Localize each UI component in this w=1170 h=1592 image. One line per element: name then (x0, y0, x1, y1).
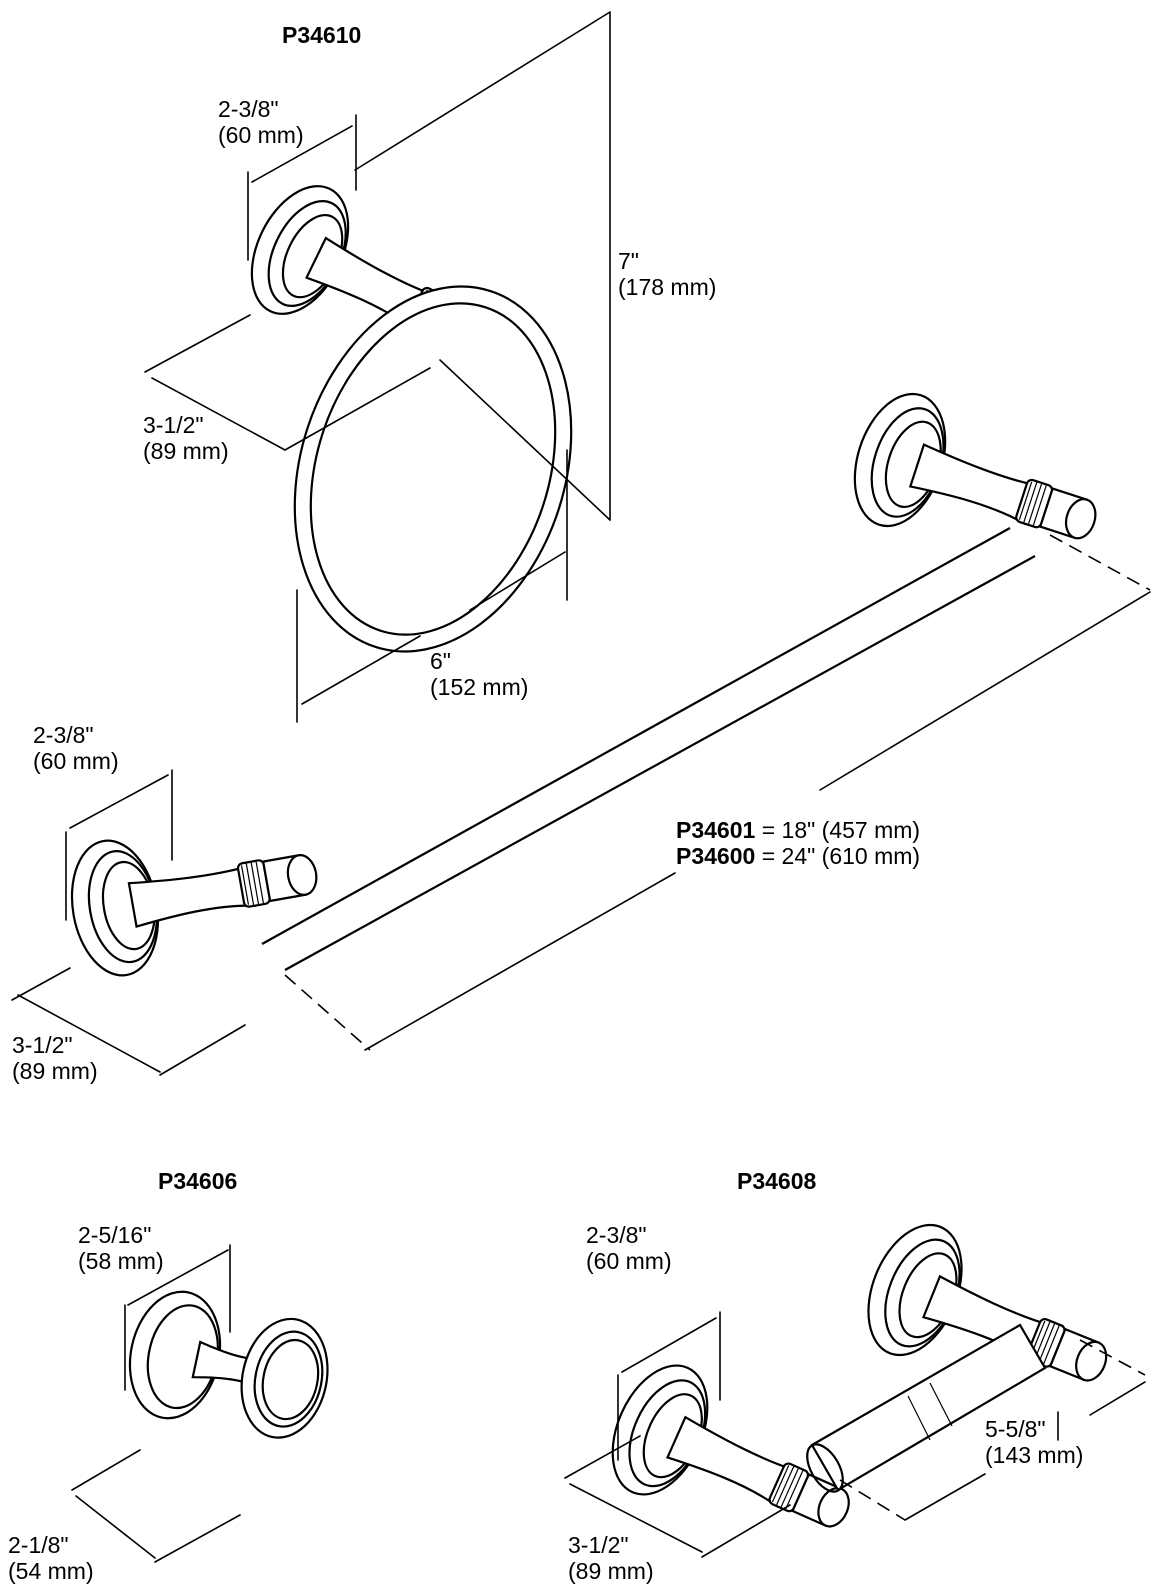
dim-holder-projection: 3-1/2" (89 mm) (568, 1532, 654, 1584)
towel-ring-drawing (144, 11, 611, 723)
dim-mm: (60 mm) (586, 1248, 672, 1274)
dim-inch: 3-1/2" (12, 1032, 73, 1058)
dim-ring-projection: 3-1/2" (89 mm) (143, 412, 229, 464)
dim-inch: 2-1/8" (8, 1532, 69, 1558)
dim-ring-height: 7" (178 mm) (618, 248, 716, 300)
dim-inch: 6" (430, 648, 451, 674)
paper-holder-drawing (564, 1210, 1146, 1577)
variant-row: P34601 = 18" (457 mm) (676, 817, 920, 843)
dim-holder-length: 5-5/8" (143 mm) (985, 1416, 1083, 1468)
model-label-towel-ring: P34610 (282, 22, 362, 48)
dim-bar-flange: 2-3/8" (60 mm) (33, 722, 119, 774)
dim-inch: 2-3/8" (586, 1222, 647, 1248)
dim-bar-projection: 3-1/2" (89 mm) (12, 1032, 98, 1084)
variant-model: P34600 (676, 843, 756, 869)
towel-bar-drawing (11, 381, 1151, 1076)
dim-mm: (178 mm) (618, 274, 717, 300)
dim-mm: (152 mm) (430, 674, 529, 700)
dim-inch: 2-5/16" (78, 1222, 152, 1248)
dim-inch: 2-3/8" (33, 722, 94, 748)
dim-inch: 2-3/8" (218, 96, 279, 122)
dim-inch: 5-5/8" (985, 1416, 1046, 1442)
dim-mm: (60 mm) (218, 122, 304, 148)
model-label-robe-hook: P34606 (158, 1168, 238, 1194)
model-label-paper-holder: P34608 (737, 1168, 817, 1194)
dim-ring-flange: 2-3/8" (60 mm) (218, 96, 304, 148)
dim-inch: 7" (618, 248, 639, 274)
dim-mm: (58 mm) (78, 1248, 164, 1274)
variant-size: 24" (610 mm) (781, 843, 921, 869)
dim-inch: 3-1/2" (568, 1532, 629, 1558)
dim-hook-projection: 2-1/8" (54 mm) (8, 1532, 94, 1584)
variant-model: P34601 (676, 817, 756, 843)
dim-inch: 3-1/2" (143, 412, 204, 438)
dim-hook-flange: 2-5/16" (58 mm) (78, 1222, 164, 1274)
dim-ring-width: 6" (152 mm) (430, 648, 528, 700)
dim-mm: (89 mm) (568, 1558, 654, 1584)
dim-mm: (54 mm) (8, 1558, 94, 1584)
variant-equals: = (755, 843, 782, 869)
towel-bar-variants: P34601 = 18" (457 mm) P34600 = 24" (610 … (676, 817, 920, 869)
variant-equals: = (755, 817, 782, 843)
dim-mm: (60 mm) (33, 748, 119, 774)
variant-row: P34600 = 24" (610 mm) (676, 843, 920, 869)
variant-size: 18" (457 mm) (781, 817, 921, 843)
robe-hook-drawing (71, 1244, 341, 1563)
dim-mm: (143 mm) (985, 1442, 1084, 1468)
dim-holder-flange: 2-3/8" (60 mm) (586, 1222, 672, 1274)
dim-mm: (89 mm) (143, 438, 229, 464)
dim-mm: (89 mm) (12, 1058, 98, 1084)
